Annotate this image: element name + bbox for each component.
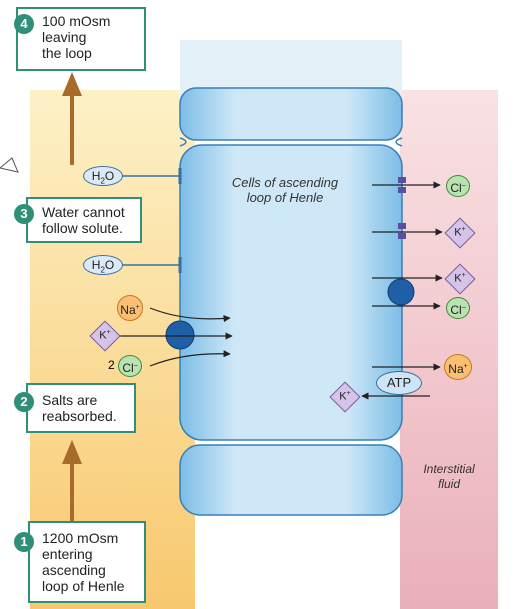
step1-box: 1 1200 mOsm entering ascending loop of H… — [14, 521, 146, 603]
k-ion-right-1-label: K — [454, 226, 462, 239]
cl-ion-right-1: Cl– — [446, 175, 470, 197]
step4-text: 100 mOsm leaving the loop — [42, 13, 111, 61]
k-ion-right-1-text: K+ — [448, 226, 472, 239]
step4-box: 4 100 mOsm leaving the loop — [14, 7, 146, 71]
nkcc-cotransporter — [165, 320, 195, 350]
na-arrow — [149, 307, 231, 323]
cl-ion-right-1-label: Cl — [450, 181, 462, 195]
k-ion-right-1-charge: + — [461, 226, 466, 233]
kcl-cotransporter — [387, 278, 415, 306]
cells-label: Cells of ascending loop of Henle — [231, 175, 339, 205]
k-ion-left-text: K+ — [93, 329, 117, 342]
k-ion-right-3-text: K+ — [333, 390, 357, 403]
cell-top — [179, 87, 403, 141]
h2o-top-h: H — [91, 169, 101, 183]
na-ion-left-label: Na — [120, 303, 136, 317]
h2o-bot-h: H — [91, 258, 101, 272]
cl-ion-left: Cl– — [118, 355, 142, 377]
step4-number: 4 — [14, 14, 34, 34]
k-ion-right-3-charge: + — [346, 390, 351, 397]
atp-pump: ATP — [376, 371, 422, 395]
cl-ion-right-2-label: Cl — [450, 303, 462, 317]
step1-text: 1200 mOsm entering ascending loop of Hen… — [42, 530, 125, 594]
h2o-top-o: O — [104, 169, 115, 183]
na-ion-right-charge: + — [463, 363, 468, 370]
cl-channel-1b — [398, 187, 406, 193]
na-ion-right-label: Na — [448, 362, 464, 376]
h2o-oval-top: H2O — [83, 166, 123, 186]
k-channel-1 — [398, 223, 406, 229]
cl-ion-right-1-charge: – — [461, 182, 466, 189]
step3-box: 3 Water cannot follow solute. — [14, 197, 142, 243]
h2o-bot-o: O — [104, 258, 115, 272]
cl-ion-left-label: Cl — [122, 361, 134, 375]
k-ion-right-3-label: K — [339, 390, 347, 403]
k-ion-right-2-charge: + — [461, 272, 466, 279]
step3-number: 3 — [14, 204, 34, 224]
cl-ion-left-charge: – — [133, 362, 138, 369]
step2-box: 2 Salts are reabsorbed. — [14, 383, 136, 433]
k-ion-right-2-text: K+ — [448, 272, 472, 285]
cl-arrow — [149, 350, 231, 367]
cl-coefficient: 2 — [108, 358, 115, 372]
k-channel-1b — [398, 233, 406, 239]
na-ion-left-charge: + — [135, 304, 140, 311]
h2o-oval-bottom: H2O — [83, 255, 123, 275]
na-ion-right: Na+ — [444, 354, 472, 380]
interstitial-fluid-region — [400, 90, 498, 609]
step2-number: 2 — [14, 392, 34, 412]
k-ion-left-charge: + — [106, 329, 111, 336]
flow-arrowhead-bottom — [62, 440, 82, 464]
h2o-bot-sub: 2 — [100, 265, 105, 275]
cl-ion-right-2-charge: – — [461, 304, 466, 311]
step2-text: Salts are reabsorbed. — [42, 392, 117, 424]
cl-ion-right-2: Cl– — [446, 297, 470, 319]
cl-channel-1 — [398, 177, 406, 183]
flow-arrowhead-top — [62, 72, 82, 96]
tight-junction-left-top — [179, 137, 187, 147]
step3-text: Water cannot follow solute. — [42, 204, 125, 236]
tight-junction-right-top — [395, 137, 403, 147]
na-ion-left: Na+ — [117, 295, 143, 321]
interstitial-label: Interstitial fluid — [423, 462, 475, 491]
pointer-arrow-left — [0, 157, 19, 173]
h2o-top-sub: 2 — [100, 176, 105, 186]
k-ion-right-2-label: K — [454, 272, 462, 285]
k-ion-left-label: K — [99, 329, 107, 342]
cell-bottom — [179, 444, 403, 516]
step1-number: 1 — [14, 532, 34, 552]
